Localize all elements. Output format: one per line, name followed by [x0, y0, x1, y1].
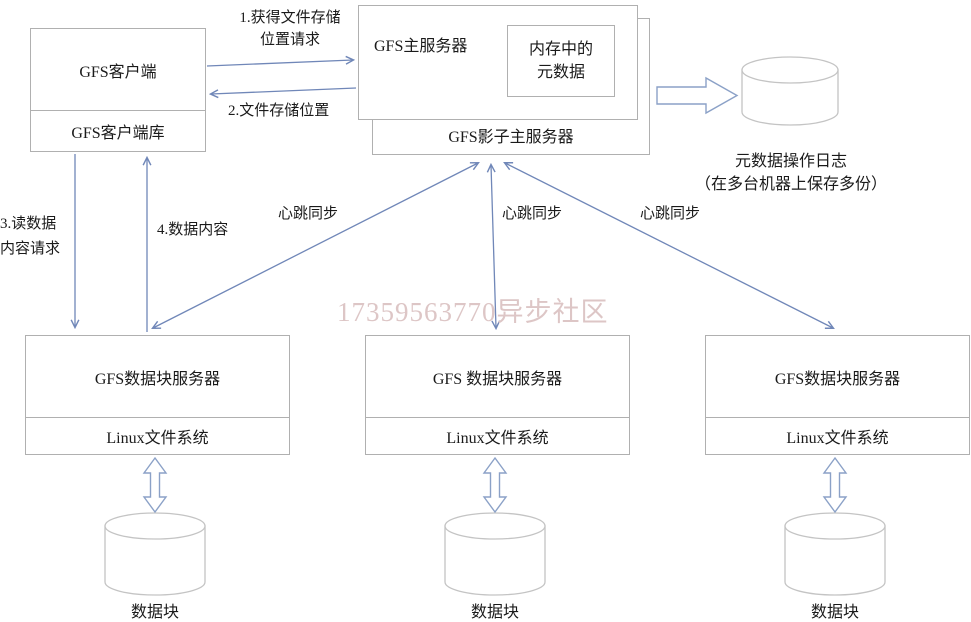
heartbeat-label-3: 心跳同步 [640, 206, 701, 222]
chunk-server-box-3: GFS数据块服务器 Linux文件系统 [705, 335, 970, 455]
response-location-label: 2.文件存储位置 [228, 103, 330, 119]
chunk-label-1: 数据块 [130, 604, 179, 621]
heartbeat-label-1: 心跳同步 [278, 206, 339, 222]
chunk-cylinder-1-top [104, 512, 206, 540]
chunk-cylinder-3-top [784, 512, 886, 540]
read-request-label-line2: 内容请求 [0, 241, 61, 257]
watermark-text: 17359563770异步社区 [337, 297, 609, 327]
chunk-label-2: 数据块 [470, 604, 519, 621]
metadata-log-cylinder [741, 69, 839, 126]
metadata-log-cylinder-top [741, 56, 839, 84]
request-location-label-line2: 位置请求 [259, 32, 320, 48]
chunk-label-3: 数据块 [810, 604, 859, 621]
gfs-client-title: GFS客户端 [79, 63, 157, 81]
arrow-heartbeat-3 [503, 162, 835, 329]
memory-metadata-box: 内存中的 元数据 [507, 25, 615, 97]
gfs-master-title: GFS主服务器 [374, 38, 468, 55]
request-location-label: 1.获得文件存储 位置请求 [223, 7, 357, 51]
gfs-client-library-label: GFS客户端库 [31, 110, 205, 151]
memory-metadata-line1: 内存中的 [528, 41, 593, 58]
gfs-master-box: GFS主服务器 内存中的 元数据 [358, 5, 638, 120]
chunk-cylinder-3 [784, 525, 886, 596]
heartbeat-label-2: 心跳同步 [502, 206, 563, 222]
double-block-arrow-chunk-2 [482, 456, 508, 514]
double-block-arrow-chunk-1 [142, 456, 168, 514]
chunk-cylinder-2 [444, 525, 546, 596]
chunk-server-1-filesystem: Linux文件系统 [26, 417, 289, 454]
request-location-label-line1: 1.获得文件存储 [239, 10, 341, 26]
gfs-shadow-master-label: GFS影子主服务器 [448, 129, 574, 146]
chunk-server-2-filesystem: Linux文件系统 [366, 417, 629, 454]
metadata-log-label: 元数据操作日志 （在多台机器上保存多份） [668, 150, 914, 196]
gfs-client-box: GFS客户端 GFS客户端库 [30, 28, 206, 152]
chunk-server-box-2: GFS 数据块服务器 Linux文件系统 [365, 335, 630, 455]
read-request-label: 3.读数据 内容请求 [0, 212, 60, 262]
cylinders [104, 56, 886, 596]
block-arrow-master-to-log [656, 76, 739, 115]
metadata-log-label-line2: （在多台机器上保存多份） [694, 176, 887, 193]
chunk-cylinder-1 [104, 525, 206, 596]
chunk-server-1-title: GFS数据块服务器 [94, 370, 221, 388]
line-arrows [70, 55, 835, 332]
arrow-heartbeat-2 [486, 162, 501, 331]
memory-metadata-line2: 元数据 [536, 64, 585, 81]
chunk-server-3-filesystem: Linux文件系统 [706, 417, 969, 454]
block-arrows [142, 76, 848, 514]
chunk-server-2-title: GFS 数据块服务器 [432, 370, 563, 388]
chunk-server-3-title: GFS数据块服务器 [774, 370, 901, 388]
arrow-heartbeat-1 [151, 162, 480, 329]
arrow-response-location [208, 87, 357, 99]
read-request-label-line1: 3.读数据 [0, 216, 57, 232]
data-content-label: 4.数据内容 [157, 222, 229, 238]
double-block-arrow-chunk-3 [822, 456, 848, 514]
chunk-server-box-1: GFS数据块服务器 Linux文件系统 [25, 335, 290, 455]
metadata-log-label-line1: 元数据操作日志 [734, 153, 847, 170]
arrow-request-location [206, 55, 356, 67]
chunk-cylinder-2-top [444, 512, 546, 540]
